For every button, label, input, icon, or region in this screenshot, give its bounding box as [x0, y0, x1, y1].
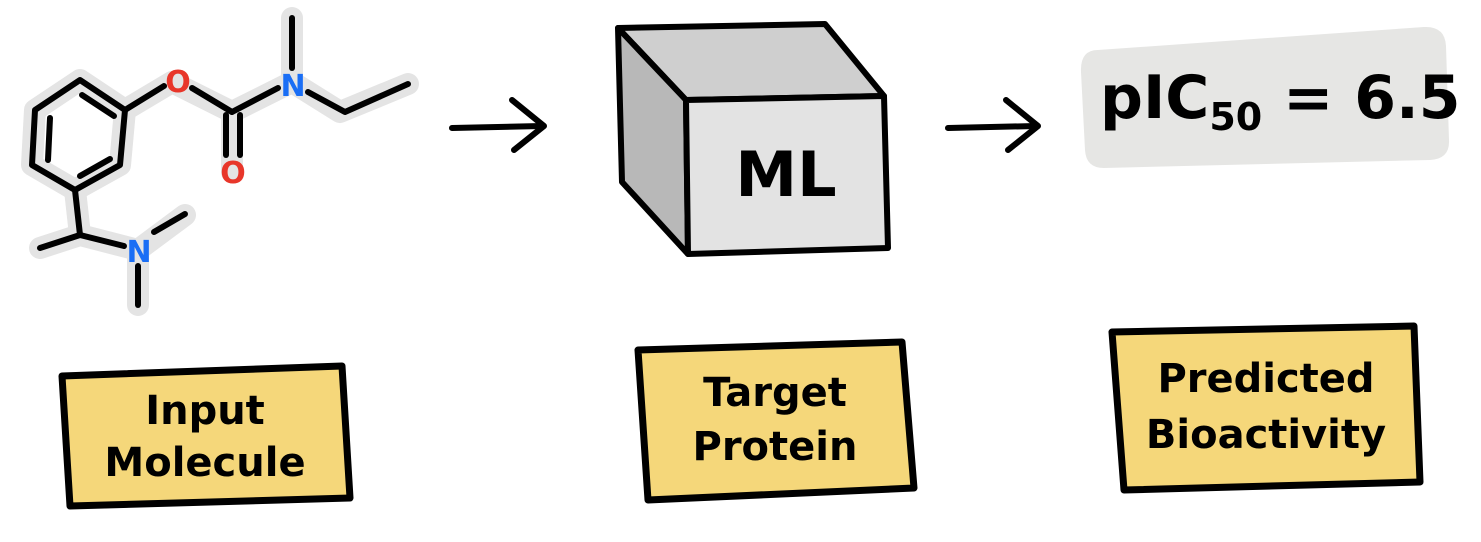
aromatic-double-bond — [45, 115, 53, 163]
input-molecule-note: Input Molecule — [58, 362, 354, 510]
arrow-model-to-output — [945, 97, 1041, 153]
amine-methyl-bond — [151, 211, 188, 235]
ester-oxygen-atom: O — [165, 65, 191, 100]
n-ethyl-bond — [305, 81, 411, 115]
note-line: Protein — [693, 424, 858, 470]
prediction-value-text: pIC50 = 6.5 — [1100, 63, 1461, 139]
note-line: Molecule — [104, 440, 305, 486]
side-chain-bond — [72, 187, 83, 238]
ml-box-label: ML — [735, 138, 836, 211]
note-line: Predicted — [1157, 356, 1374, 402]
side-chain-methyl-bond — [37, 232, 83, 251]
prediction-bubble-shape — [1080, 26, 1450, 169]
prediction-value-bubble: pIC50 = 6.5 — [1080, 26, 1461, 169]
carbon-to-nitrogen-bond — [229, 85, 281, 115]
note-line: Target — [703, 370, 847, 416]
prediction-metric-prefix: pIC — [1100, 63, 1209, 133]
aromatic-double-bond — [77, 156, 113, 179]
prediction-metric-value: = 6.5 — [1262, 63, 1460, 133]
note-background — [58, 362, 354, 510]
arrow-input-to-model — [449, 97, 547, 153]
note-background — [634, 338, 918, 504]
carbon-to-amine-bond — [77, 232, 127, 249]
predicted-bioactivity-note: Predicted Bioactivity — [1108, 322, 1424, 494]
note-line: Bioactivity — [1146, 412, 1386, 458]
ml-box-front-face — [683, 93, 891, 257]
oxygen-to-carbon-bond — [189, 85, 235, 115]
input-molecule-structure: O O N N — [21, 7, 419, 316]
amine-nitrogen-atom: N — [126, 235, 151, 270]
note-line: Input — [145, 388, 265, 434]
carbonyl-oxygen-atom: O — [220, 156, 246, 191]
prediction-metric-subscript: 50 — [1209, 95, 1262, 139]
note-background — [1108, 322, 1424, 494]
target-protein-note: Target Protein — [634, 338, 918, 504]
ml-model-box: ML — [615, 21, 891, 257]
ring-to-oxygen-bond — [122, 83, 167, 113]
aromatic-double-bond — [79, 92, 117, 119]
carbamate-nitrogen-atom: N — [280, 69, 305, 104]
